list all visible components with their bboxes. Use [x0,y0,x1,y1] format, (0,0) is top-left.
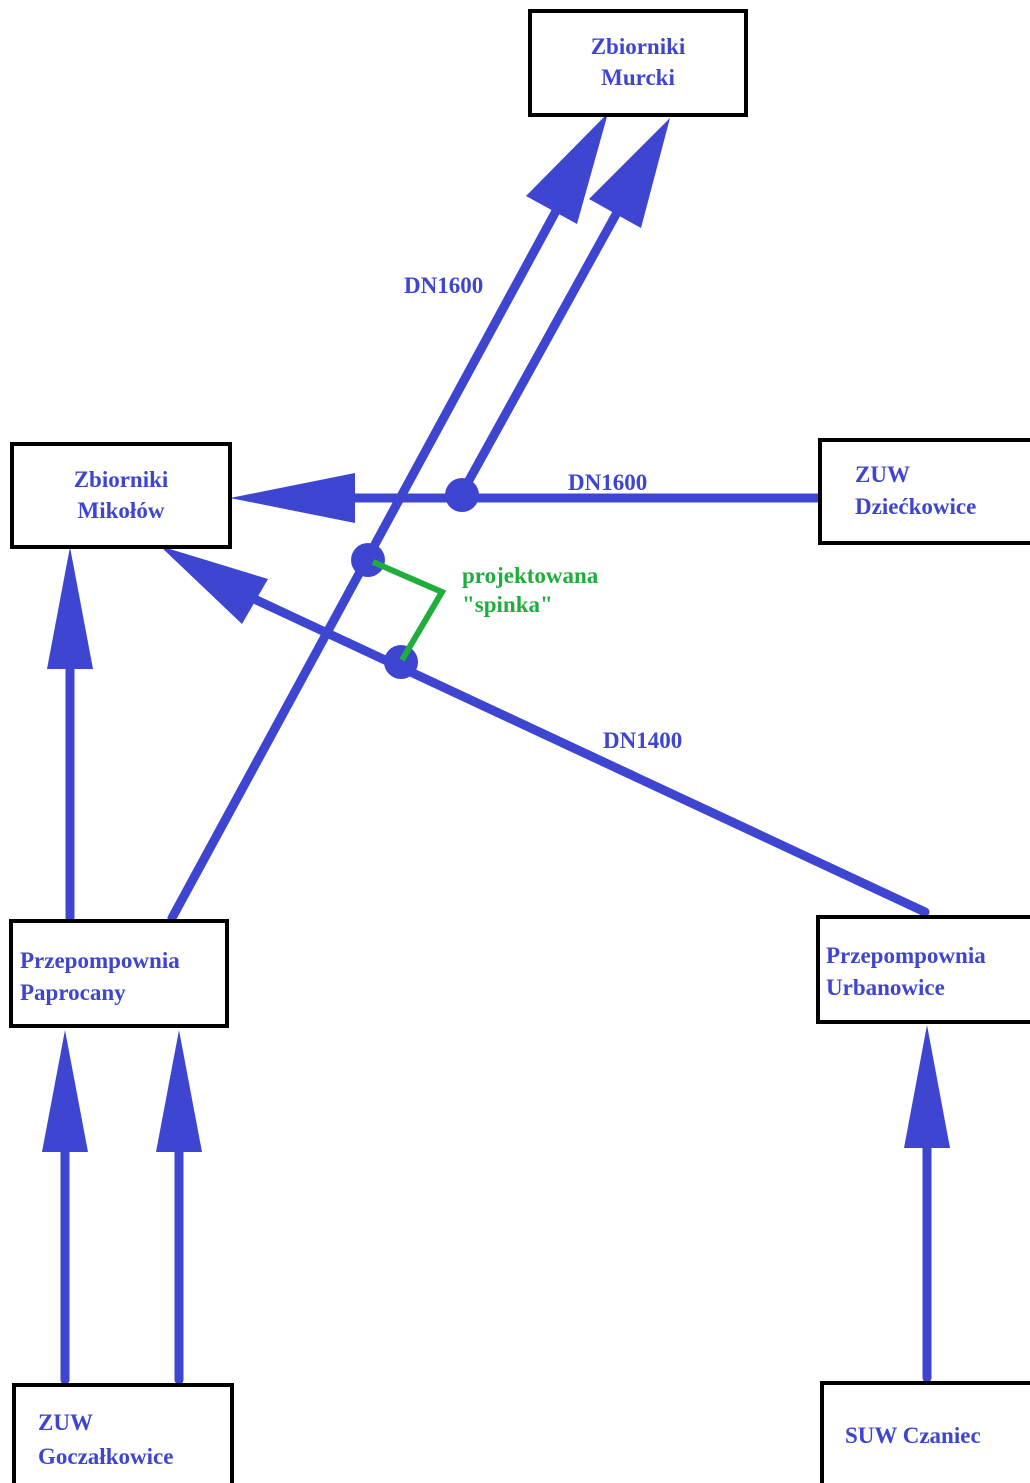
node-label-line2: Dziećkowice [855,494,976,519]
node-label-line1: SUW Czaniec [845,1423,981,1448]
node-zbiorniki-mikolow: Zbiorniki Mikołów [10,442,232,549]
node-zbiorniki-murcki: Zbiorniki Murcki [528,9,748,117]
pipe-dzieckowice-murcki [457,193,630,498]
arrowhead-dzieckowice-mikolow [230,473,355,523]
node-label-line2: Urbanowice [826,975,945,1000]
node-label-line2: Paprocany [20,980,126,1005]
node-label-line1: ZUW [855,462,910,487]
arrowhead-czaniec-urbanowice [904,1025,950,1148]
junction-murcki-line [351,543,385,577]
node-zuw-goczalkowice: ZUW Goczałkowice [12,1383,234,1483]
spinka-label-line1: projektowana [462,563,599,588]
node-box [816,915,1030,1024]
pipe-urbanowice-mikolow [245,592,930,917]
arrowhead-dzieckowice-murcki [589,118,670,228]
node-przepompownia-paprocany: Przepompownia Paprocany [9,919,229,1028]
node-label-line1: Przepompownia [826,943,986,968]
spinka-connector [371,559,447,662]
node-zuw-dzieckowice: ZUW Dziećkowice [818,438,1030,545]
label-dn1400-urbanowice: DN1400 [603,728,682,753]
node-label-line2: Murcki [601,65,675,90]
node-box [528,9,748,117]
node-label-line1: Przepompownia [20,948,180,973]
node-box [10,442,232,549]
label-dn1600-dzieckowice: DN1600 [568,470,647,495]
node-box [820,1381,1030,1483]
node-box [12,1383,234,1483]
node-label-line2: Goczałkowice [38,1444,173,1469]
node-box [818,438,1030,545]
node-przepompownia-urbanowice: Przepompownia Urbanowice [816,915,1030,1024]
junction-dzieckowice-line [445,478,479,512]
spinka-label-line2: "spinka" [462,592,553,617]
label-dn1600-murcki: DN1600 [404,273,483,298]
arrowhead-goczalkowice-paprocany-left [42,1030,88,1152]
junction-urbanowice-line [384,645,418,679]
node-label-line1: ZUW [38,1410,93,1435]
arrowhead-goczalkowice-paprocany-right [156,1030,202,1152]
node-suw-czaniec: SUW Czaniec [820,1381,1030,1483]
arrowhead-paprocany-mikolow [47,547,93,669]
arrowhead-paprocany-murcki [526,113,608,224]
node-label-line1: Zbiorniki [591,34,686,59]
arrowhead-urbanowice-mikolow [160,546,268,624]
node-label-line1: Zbiorniki [74,467,169,492]
node-label-line2: Mikołów [78,498,165,523]
node-box [9,919,229,1028]
